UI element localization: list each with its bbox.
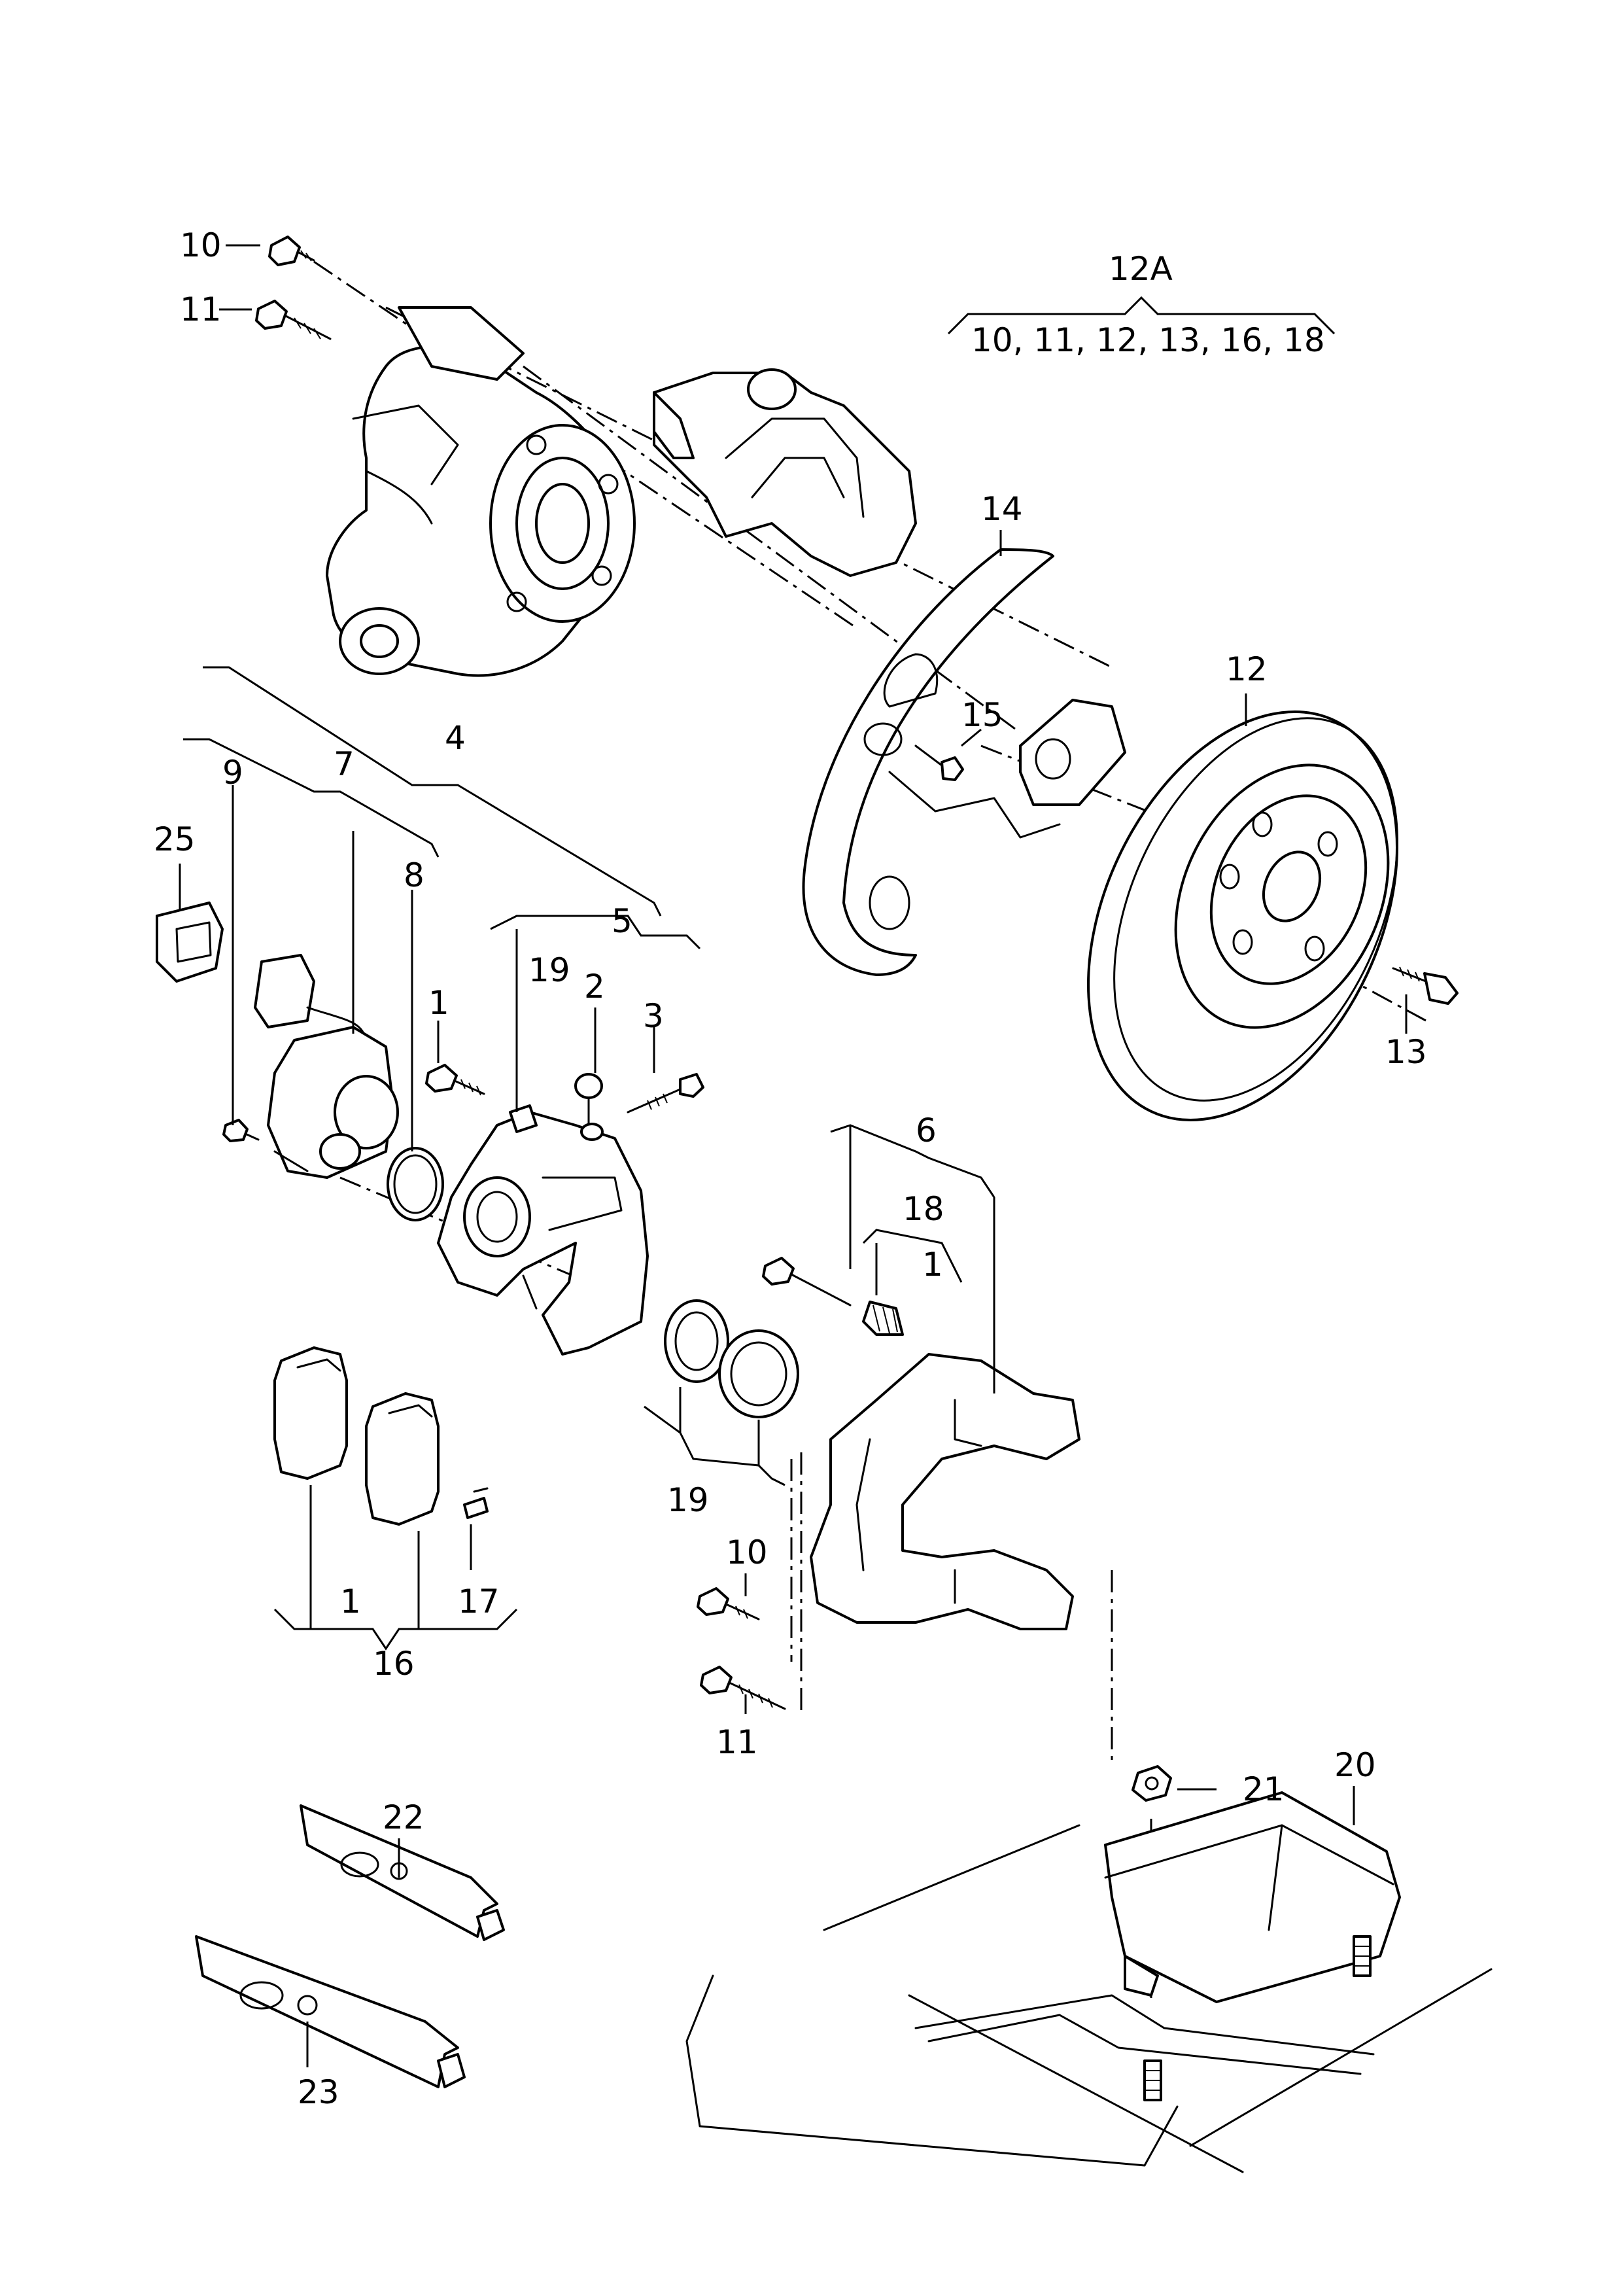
callout-11-bottom: 11 <box>716 1723 758 1761</box>
bolt-10-top <box>268 236 315 266</box>
bolt-11-bottom <box>700 1666 786 1710</box>
callout-8: 8 <box>404 856 424 894</box>
bleed-valve-2 <box>574 1073 604 1141</box>
callout-20: 20 <box>1334 1746 1376 1784</box>
callout-2: 2 <box>584 968 605 1006</box>
guide-bolt-and-sleeve <box>762 1257 904 1336</box>
callout-labels: 10 11 12A 10, 11, 12, 13, 16, 18 14 12 1… <box>154 226 1427 2111</box>
callout-22: 22 <box>383 1798 424 1836</box>
callout-19-top: 19 <box>528 951 570 989</box>
callout-1-bolt: 1 <box>428 984 449 1022</box>
bleed-screw-3 <box>627 1073 704 1113</box>
callout-5: 5 <box>612 902 632 940</box>
callout-1-pads: 1 <box>340 1583 361 1621</box>
callout-16: 16 <box>373 1645 415 1683</box>
grease-tube-23 <box>195 1935 466 2088</box>
brake-caliper-top <box>653 368 917 577</box>
callout-25: 25 <box>154 820 196 858</box>
o-ring-8 <box>387 1147 444 1221</box>
callout-10-top: 10 <box>180 226 222 264</box>
brake-pads <box>273 1346 440 1526</box>
caliper-housing <box>437 1104 649 1356</box>
callout-1-sleeve: 1 <box>922 1246 943 1284</box>
callout-12a-list: 10, 11, 12, 13, 16, 18 <box>971 321 1325 359</box>
bolt-11-top <box>255 300 332 340</box>
callout-9: 9 <box>222 754 243 792</box>
leader-lines <box>179 244 1408 2067</box>
stud-bolts <box>1143 1935 1372 2101</box>
piston-seals-19 <box>664 1299 799 1418</box>
screw-13 <box>1392 966 1459 1005</box>
guide-bolt-1 <box>425 1064 485 1096</box>
pad-clip-17 <box>463 1487 489 1519</box>
control-unit-20 <box>1104 1791 1401 2003</box>
callout-6: 6 <box>916 1112 937 1149</box>
callout-11-top: 11 <box>180 290 222 328</box>
screw-15 <box>914 745 964 781</box>
connector-25 <box>156 902 224 983</box>
bolt-10-bottom <box>697 1587 760 1621</box>
callout-17: 17 <box>458 1583 500 1621</box>
callout-18: 18 <box>903 1190 944 1228</box>
callout-12a: 12A <box>1109 250 1173 288</box>
callout-15: 15 <box>961 696 1003 734</box>
callout-14: 14 <box>981 490 1023 528</box>
callout-7: 7 <box>334 745 354 783</box>
callout-23: 23 <box>298 2073 339 2111</box>
caliper-carrier <box>810 1353 1080 1630</box>
wheel-bearing-housing <box>326 306 636 677</box>
callout-13: 13 <box>1385 1033 1427 1071</box>
callout-10-bottom: 10 <box>726 1533 768 1571</box>
callout-3: 3 <box>643 997 664 1035</box>
callout-4: 4 <box>445 719 466 757</box>
brake-disc <box>1087 710 1398 1121</box>
callout-12: 12 <box>1226 650 1268 688</box>
callout-21: 21 <box>1243 1770 1285 1808</box>
nut-21 <box>1132 1765 1172 1802</box>
parking-brake-motor <box>254 954 399 1179</box>
splash-shield <box>802 548 1126 976</box>
control-unit-area <box>685 1824 1493 2173</box>
bolt-9 <box>222 1119 260 1142</box>
callout-19-bottom: 19 <box>667 1481 709 1519</box>
